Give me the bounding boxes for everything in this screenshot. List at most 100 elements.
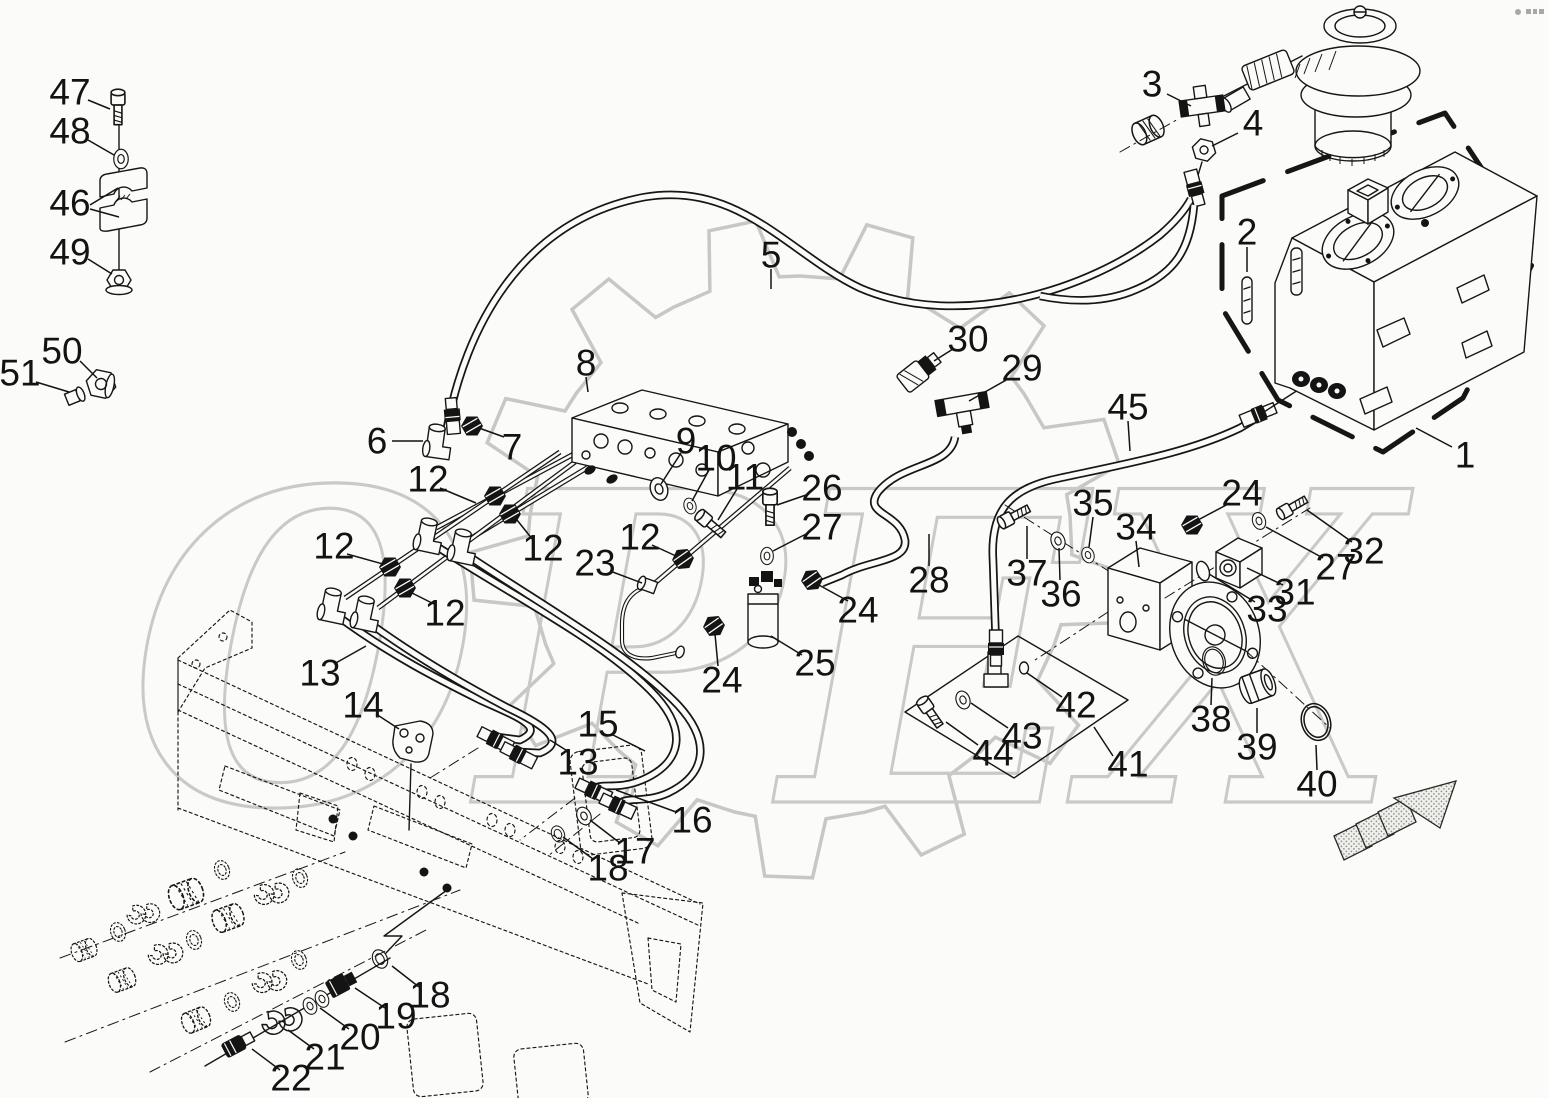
callout-11: 11 xyxy=(726,457,764,498)
callout-18: 18 xyxy=(409,975,450,1016)
fitting-51 xyxy=(63,386,86,407)
callout-38: 38 xyxy=(1190,699,1231,740)
callout-2: 2 xyxy=(1237,212,1258,253)
callout-36: 36 xyxy=(1040,574,1081,615)
callout-8: 8 xyxy=(576,343,597,384)
nut-50 xyxy=(85,369,117,399)
hoses-and-pipes xyxy=(333,190,1263,807)
leader-line-22 xyxy=(251,1048,281,1071)
callout-45: 45 xyxy=(1107,387,1148,428)
leader-line-1 xyxy=(1415,427,1453,448)
leader-line-25 xyxy=(770,635,803,656)
callout-28: 28 xyxy=(908,560,949,601)
tee-3-group xyxy=(1039,84,1226,305)
leader-line-30 xyxy=(933,348,954,362)
hose-45 xyxy=(988,412,1263,649)
callout-49: 49 xyxy=(49,232,90,273)
leader-line-21 xyxy=(287,1029,315,1050)
callout-7: 7 xyxy=(502,427,523,468)
callout-27: 27 xyxy=(801,507,842,548)
leader-line-11 xyxy=(717,488,738,521)
pump-34 xyxy=(994,501,1261,689)
callout-13: 13 xyxy=(299,653,340,694)
leader-line-42 xyxy=(1026,672,1063,698)
filler-neck xyxy=(1347,178,1389,225)
callout-24: 24 xyxy=(837,590,878,631)
callout-20: 20 xyxy=(339,1017,380,1058)
sight-gauge-2 xyxy=(1241,276,1253,325)
leader-line-18 xyxy=(562,836,594,860)
leader-line-46 xyxy=(89,187,119,206)
leader-line-12 xyxy=(439,487,477,504)
callout-23: 23 xyxy=(574,543,615,584)
leader-line-12 xyxy=(411,592,437,606)
leader-line-49 xyxy=(87,258,113,275)
leader-line-44 xyxy=(945,721,979,746)
callout-6: 6 xyxy=(367,421,388,462)
callout-27: 27 xyxy=(1315,547,1356,588)
leader-line-43 xyxy=(970,702,1009,729)
leader-line-15 xyxy=(610,733,646,752)
callout-47: 47 xyxy=(49,72,90,113)
leader-line-27 xyxy=(772,532,809,552)
callout-32: 32 xyxy=(1343,531,1384,572)
callout-9: 9 xyxy=(676,421,697,462)
callout-1: 1 xyxy=(1455,435,1476,476)
callout-12: 12 xyxy=(522,528,563,569)
callout-16: 16 xyxy=(671,800,712,841)
leader-line-24 xyxy=(816,583,849,602)
tank-pads xyxy=(1359,274,1493,415)
callout-12: 12 xyxy=(407,459,448,500)
leader-line-32 xyxy=(1306,509,1353,543)
leader-line-38 xyxy=(1210,677,1213,706)
leader-line-7 xyxy=(478,427,505,438)
callout-15: 15 xyxy=(577,704,618,745)
sensor-30 xyxy=(896,352,942,393)
leader-line-23 xyxy=(609,570,643,584)
callout-5: 5 xyxy=(761,235,782,276)
leader-line-45 xyxy=(1127,420,1131,452)
hose-13 xyxy=(333,611,557,758)
callout-24: 24 xyxy=(701,660,742,701)
callout-10: 10 xyxy=(695,438,736,479)
callout-22: 22 xyxy=(270,1058,311,1098)
leader-line-50 xyxy=(79,360,98,379)
leader-line-18 xyxy=(391,965,420,988)
callout-33: 33 xyxy=(1246,589,1287,630)
leader-line-27 xyxy=(1265,526,1324,559)
components xyxy=(63,5,1541,1067)
callout-34: 34 xyxy=(1115,507,1156,548)
callout-40: 40 xyxy=(1296,764,1337,805)
leader-line-24 xyxy=(1197,502,1231,521)
callout-12: 12 xyxy=(619,517,660,558)
leader-line-20 xyxy=(319,1007,350,1030)
direction-arrow xyxy=(1333,780,1458,861)
leader-line-9 xyxy=(660,452,682,485)
hose-15 xyxy=(433,542,681,792)
callout-30: 30 xyxy=(947,319,988,360)
callout-39: 39 xyxy=(1236,727,1277,768)
callout-13: 13 xyxy=(557,742,598,783)
callout-12: 12 xyxy=(313,526,354,567)
leader-line-12 xyxy=(651,544,677,557)
leader-line-29 xyxy=(968,378,1009,402)
callout-51: 51 xyxy=(0,353,41,394)
callout-35: 35 xyxy=(1072,483,1113,524)
valve-block-8 xyxy=(571,389,814,497)
leader-line-48 xyxy=(87,139,115,156)
callout-21: 21 xyxy=(304,1037,345,1078)
leader-line-31 xyxy=(1246,567,1284,586)
leader-lines xyxy=(35,93,1453,1071)
leader-line-35 xyxy=(1088,516,1094,548)
callout-12: 12 xyxy=(424,593,465,634)
return-filter xyxy=(1219,5,1421,166)
callout-43: 43 xyxy=(1001,716,1042,757)
valve-25-group xyxy=(699,487,827,649)
callout-17: 17 xyxy=(614,831,655,872)
tank-boundary-1 xyxy=(1219,110,1541,455)
dots-logo xyxy=(1515,9,1544,15)
leader-line-4 xyxy=(1211,132,1239,147)
clamp-assembly xyxy=(99,88,148,296)
callout-50: 50 xyxy=(41,331,82,372)
